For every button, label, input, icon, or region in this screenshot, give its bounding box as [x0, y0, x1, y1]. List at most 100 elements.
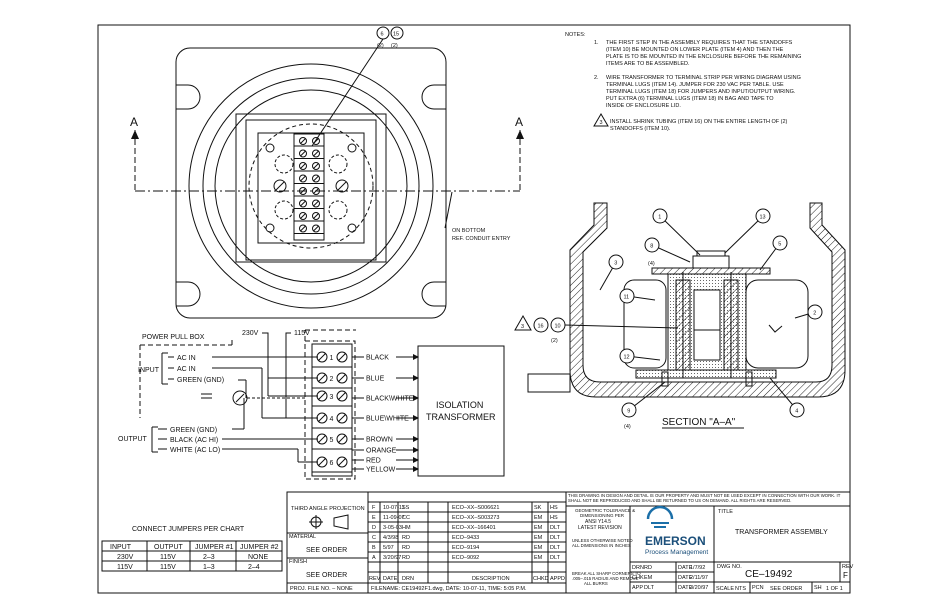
terminal-screw-icon	[300, 138, 307, 145]
note-2-line1: WIRE TRANSFORMER TO TERMINAL STRIP PER W…	[606, 75, 801, 81]
balloon-11-label: 11	[624, 295, 630, 301]
tolerance-line7: BREAK ALL SHARP CORNERS TO	[572, 571, 641, 576]
revision-cell: E	[372, 515, 376, 521]
revision-cell: RD	[402, 545, 410, 551]
terminal-screw-icon	[337, 373, 347, 383]
terminal-strip	[312, 344, 352, 476]
revision-cell: 4/3/98	[383, 535, 398, 541]
tolerance-line1: GEOMETRIC TOLERANCE &	[575, 508, 635, 513]
chk-label: CHK	[632, 575, 644, 581]
jumper-table-header: OUTPUT	[154, 544, 184, 551]
revision-cell: DLT	[550, 555, 561, 561]
tolerance-line6: ALL DIMENSIONS IN INCHES	[572, 543, 631, 548]
note-2-line3: TERMINAL LUGS (ITEM 18) FOR JUMPERS AND …	[606, 89, 796, 95]
note-1-line2: (ITEM 10) BE MOUNTED ON LOWER PLATE (ITE…	[606, 47, 784, 53]
brand-name: EMERSON	[645, 534, 706, 548]
conduit-note-line2: REF. CONDUIT ENTRY	[452, 236, 511, 242]
drn-value: RD	[644, 565, 652, 571]
tolerance-line8: .005–.015 RADIUS AND REMOVE	[572, 576, 639, 581]
note-2-number: 2.	[594, 75, 599, 81]
revision-cell: DLT	[550, 535, 561, 541]
dwg-no-label: DWG NO.	[717, 564, 742, 570]
terminal-number-2: 2	[330, 376, 334, 383]
section-marker-left: A	[130, 115, 138, 129]
drawing-title: TRANSFORMER ASSEMBLY	[735, 529, 828, 536]
filename-line: FILENAME: CE19492F1.dwg, DATE: 10-07-11,…	[371, 586, 527, 592]
revision-cell: DLT	[550, 525, 561, 531]
balloon-2	[808, 305, 822, 319]
wire-blue-white-label: BLUE\WHITE	[366, 416, 409, 423]
terminal-screw-icon	[300, 150, 307, 157]
jumper-table-title: CONNECT JUMPERS PER CHART	[132, 526, 245, 533]
notes-block: NOTES: 1. THE FIRST STEP IN THE ASSEMBLY…	[565, 32, 801, 132]
revision-cell: CC	[402, 515, 410, 521]
isolation-transformer-box	[418, 346, 504, 476]
rev-value: F	[843, 571, 848, 580]
revision-cell: 5/97	[383, 545, 394, 551]
sheet-value: 1 OF 1	[826, 586, 843, 592]
material-label: MATERIAL	[289, 534, 316, 540]
transformer-label-line2: TRANSFORMER	[426, 412, 496, 422]
drawing-number: CE–19492	[745, 569, 793, 580]
revision-cell: D	[372, 525, 376, 531]
balloon-2-label: 2	[813, 311, 816, 317]
note-3-triangle	[594, 114, 608, 126]
terminal-number-1: 1	[330, 355, 334, 362]
balloon-10-qty: (2)	[551, 338, 558, 344]
note-triangle-icon	[515, 316, 531, 330]
revision-cell: EM	[534, 535, 543, 541]
revision-header: DATE	[383, 576, 398, 582]
revision-cell: EM	[534, 525, 543, 531]
balloon-11	[620, 289, 634, 303]
drn-label: DRN	[632, 565, 644, 571]
scale-value: NTS	[735, 586, 746, 592]
revision-cell: ECO–9433	[452, 535, 479, 541]
tolerance-line3: ANSI Y14.5	[585, 519, 611, 525]
transformer-label-line1: ISOLATION	[436, 400, 483, 410]
enclosure-flange	[176, 48, 446, 318]
conduit-note-line1: ON BOTTOM	[452, 228, 486, 234]
balloon-10-label: 10	[555, 324, 561, 330]
wire-brown-label: BROWN	[366, 437, 393, 444]
revision-header: APPD	[550, 576, 565, 582]
qty-item-6: (2)	[377, 43, 384, 49]
revision-cell: F	[372, 505, 376, 511]
revision-cell: EM	[534, 515, 543, 521]
app-date-label: DATE	[678, 585, 693, 591]
note-1-line3: PLATE IS TO BE MOUNTED IN THE ENCLOSURE …	[606, 54, 801, 60]
note-2-line4: PUT EXTRA (6) TERMINAL LUGS (ITEM 18) IN…	[606, 96, 774, 102]
top-view: A A 6 15 (2) (2) ON BOTTOM REF. CONDUIT …	[130, 27, 524, 318]
wire-blue-label: BLUE	[366, 376, 385, 383]
title-block: THIRD ANGLE PROJECTION MATERIAL SEE ORDE…	[287, 492, 854, 593]
balloon-9-label: 9	[627, 409, 630, 415]
revision-header: REV	[369, 576, 381, 582]
scale-label: SCALE	[716, 586, 734, 592]
terminal-screw-icon	[317, 373, 327, 383]
tolerance-line2: DIMENSIONING PER	[580, 513, 625, 518]
terminal-screw-icon	[313, 175, 320, 182]
balloon-4	[790, 403, 804, 417]
revision-cell: ECO–XX–S003273	[452, 515, 499, 521]
revision-cell: SS	[402, 505, 410, 511]
drn-date: 1/7/92	[690, 565, 705, 571]
jumper-table-cell: 2–4	[248, 564, 260, 571]
terminal-number-4: 4	[330, 416, 334, 423]
revision-cell: ECO–XX–166401	[452, 525, 496, 531]
balloon-3	[609, 255, 623, 269]
terminal-screw-icon	[313, 200, 320, 207]
note-3-line1: INSTALL SHRINK TUBING (ITEM 16) ON THE E…	[610, 119, 788, 125]
material-value: SEE ORDER	[306, 547, 347, 554]
input-ac-in-1: AC IN	[177, 355, 196, 362]
jumper-table-cell: 115V	[117, 564, 133, 571]
terminal-screw-icon	[317, 434, 327, 444]
finish-value: SEE ORDER	[306, 572, 347, 579]
emerson-logo-icon	[648, 507, 672, 527]
tolerance-line4: LATEST REVISION	[578, 525, 622, 531]
notes-heading: NOTES:	[565, 32, 586, 38]
note-3-line2: STANDOFFS (ITEM 10).	[610, 126, 671, 132]
wire-black-label: BLACK	[366, 355, 389, 362]
app-date: 3/20/97	[690, 585, 708, 591]
note-1-line1: THE FIRST STEP IN THE ASSEMBLY REQUIRES …	[606, 40, 793, 46]
terminal-screw-icon	[317, 352, 327, 362]
